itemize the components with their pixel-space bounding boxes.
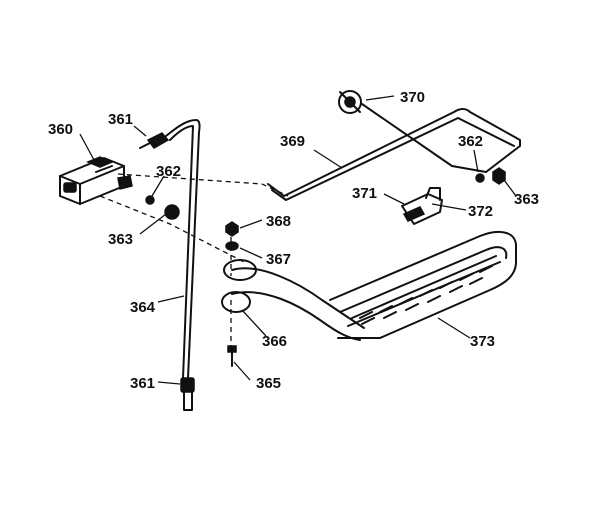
callout-367: 367 [266,251,291,268]
callout-372: 372 [468,203,493,220]
callout-360: 360 [48,121,73,138]
burner-tube-364 [139,119,201,411]
screw-368 [225,221,239,237]
callout-365: 365 [256,375,281,392]
callout-369: 369 [280,133,305,150]
washer-367 [225,241,239,251]
callout-362-right: 362 [458,133,483,150]
callout-361-bottom: 361 [130,375,155,392]
callout-366: 366 [262,333,287,350]
washer-363-right [492,167,506,185]
callout-363-right: 363 [514,191,539,208]
nut-362-left [145,195,155,205]
washer-363-left [164,204,180,220]
leader-lines [79,95,517,385]
callout-371: 371 [352,185,377,202]
callout-labels: 360 361 362 363 364 361 365 366 367 368 … [48,89,539,392]
callout-362-left: 362 [156,163,181,180]
screw-365 [227,345,237,367]
callout-370: 370 [400,89,425,106]
callout-368: 368 [266,213,291,230]
callout-373: 373 [470,333,495,350]
capillary-369 [267,103,521,201]
bracket-371 [401,187,443,225]
callout-361-top: 361 [108,111,133,128]
burner-373 [221,230,517,341]
callout-363-left: 363 [108,231,133,248]
valve-body-360 [59,156,133,205]
nut-362-right [475,173,485,183]
pilot-370 [338,90,362,114]
callout-364: 364 [130,299,156,316]
